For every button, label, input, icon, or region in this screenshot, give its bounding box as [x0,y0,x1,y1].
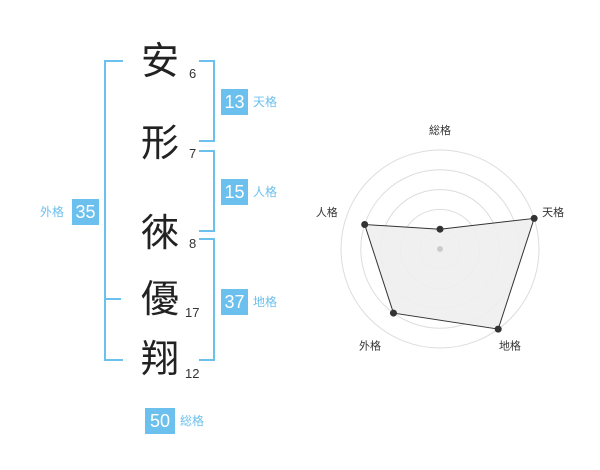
radar-point [530,214,538,222]
chikaku-value: 37 [221,289,248,315]
jinkaku-label: 人格 [253,185,278,199]
jinkaku-bracket [199,150,215,232]
radar-axis-label: 外格 [359,338,381,352]
soukaku-value: 50 [145,408,175,434]
stroke-count-3: 8 [189,236,197,251]
radar-axis-label: 人格 [316,205,338,219]
name-char-1: 安 [141,39,180,83]
radar-point [361,221,369,229]
radar-axis-label: 天格 [542,205,564,219]
jinkaku-value: 15 [221,179,248,205]
stroke-count-2: 7 [189,146,197,161]
soukaku-label: 総格 [180,414,205,428]
radar-axis-label: 総格 [429,123,451,137]
tenkaku-value: 13 [221,89,248,115]
gaikaku-value: 35 [72,199,99,225]
tenkaku-bracket [199,60,215,142]
chikaku-label: 地格 [253,295,278,309]
tenkaku-label: 天格 [253,95,278,109]
radar-point [436,225,444,233]
name-char-5: 翔 [141,337,180,381]
chikaku-bracket [199,238,215,361]
stroke-count-4: 17 [185,305,200,320]
radar-center-dot [437,246,443,252]
radar-ring [340,149,540,349]
radar-point [389,309,397,317]
name-char-4: 優 [141,277,180,321]
radar-axis-label: 地格 [499,338,521,352]
radar-point [494,325,502,333]
stroke-count-5: 12 [185,366,200,381]
name-char-2: 形 [141,121,180,165]
radar-polygon [363,217,535,330]
gaikaku-bracket [104,60,123,361]
gaikaku-label: 外格 [40,205,65,219]
stroke-count-1: 6 [189,66,197,81]
name-char-3: 徠 [141,211,180,255]
gaikaku-bracket-tick [104,298,121,300]
